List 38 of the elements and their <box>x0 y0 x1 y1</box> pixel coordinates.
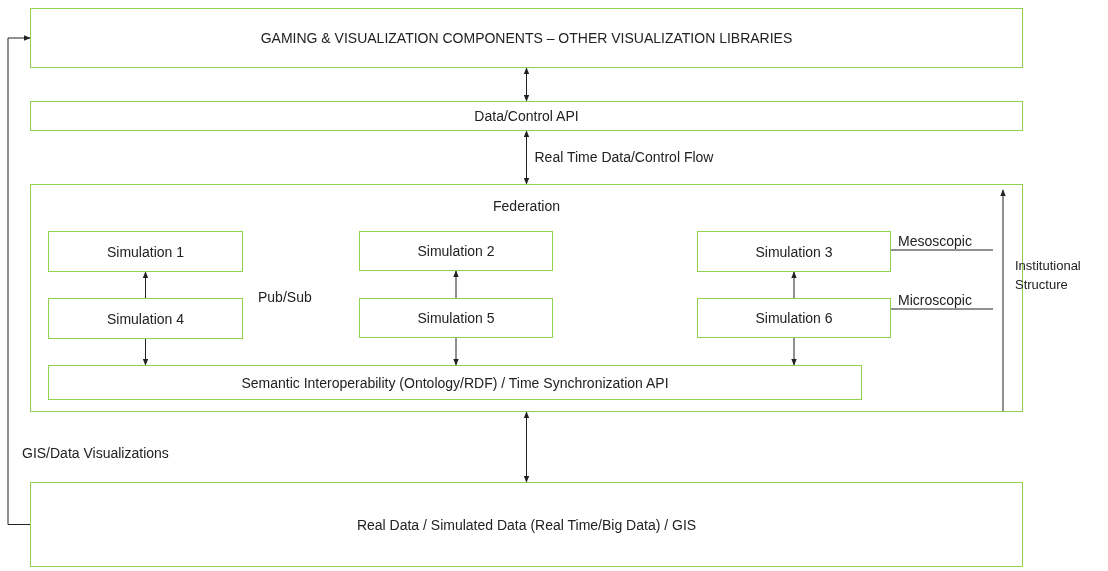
box-label: Simulation 4 <box>106 310 184 327</box>
box-label: Federation <box>493 198 560 214</box>
box-label: Semantic Interoperability (Ontology/RDF) / Time Synchronization API <box>241 374 669 391</box>
scale-label: Mesoscopic <box>898 233 972 249</box>
arrow <box>142 338 149 366</box>
process-box <box>697 298 891 338</box>
box-label: Simulation 2 <box>417 243 495 259</box>
annotation-label: Pub/Sub <box>258 288 312 307</box>
process-box <box>697 231 891 272</box>
arrow <box>791 337 797 366</box>
box-label: GAMING & VISUALIZATION COMPONENTS – OTHER VISUALIZATION LIBRARIES <box>260 30 793 46</box>
arrow <box>523 130 530 185</box>
box-label: Data/Control API <box>474 108 579 124</box>
box-label: Simulation 6 <box>755 310 833 326</box>
arrow <box>142 271 149 299</box>
leader-line <box>890 249 994 251</box>
box-label: Simulation 3 <box>755 243 833 260</box>
arrow <box>523 411 530 483</box>
process-box <box>30 101 1023 131</box>
process-box <box>359 231 553 271</box>
process-box <box>48 298 243 339</box>
edge-label: GIS/Data Visualizations <box>22 445 169 461</box>
box-label: Simulation 5 <box>417 310 495 326</box>
box-label: Real Data / Simulated Data (Real Time/Big Data) / GIS <box>356 516 697 533</box>
leader-line <box>890 308 994 310</box>
edge-label: Real Time Data/Control Flow <box>534 148 714 165</box>
process-box <box>48 365 862 400</box>
arrow <box>523 67 530 102</box>
box-label: Simulation 1 <box>106 243 184 260</box>
arrow <box>7 35 31 525</box>
scale-label: Microscopic <box>898 292 972 308</box>
arrow <box>453 270 459 299</box>
arrow <box>791 271 797 299</box>
process-box <box>30 8 1023 68</box>
process-box <box>359 298 553 338</box>
process-box <box>48 231 243 272</box>
process-box <box>30 482 1023 567</box>
arrow <box>453 337 459 366</box>
